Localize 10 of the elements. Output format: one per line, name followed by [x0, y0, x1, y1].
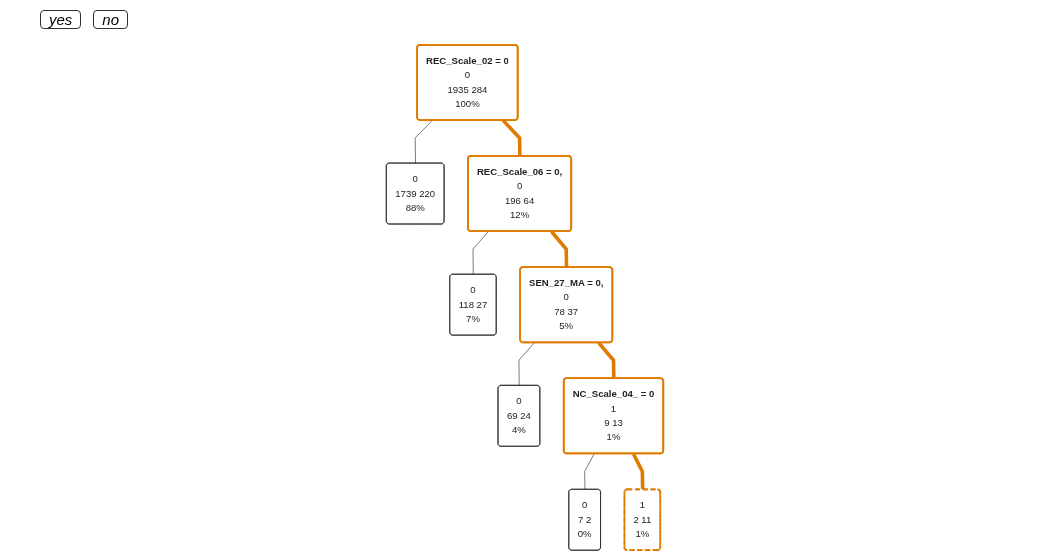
- connector: [472, 231, 489, 275]
- branch-tag: yes: [40, 10, 82, 29]
- connector: [631, 452, 645, 490]
- connector: [550, 230, 569, 268]
- connector: [518, 342, 535, 386]
- connector: [415, 120, 433, 164]
- connector: [584, 453, 595, 490]
- connector: [597, 341, 616, 379]
- connector: [501, 119, 522, 157]
- branch-tag: no: [93, 10, 129, 29]
